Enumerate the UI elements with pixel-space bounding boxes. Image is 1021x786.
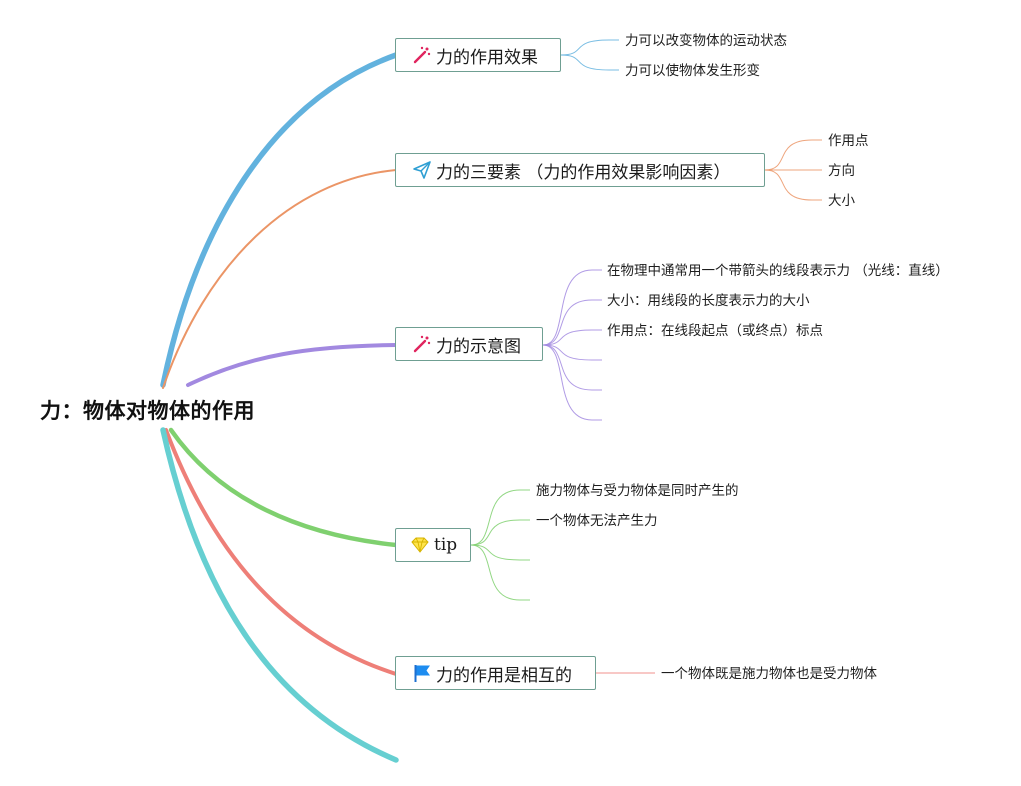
connector-diagram [186,343,398,387]
leaf-connector-diagram-4 [542,344,602,361]
leaf-tip-1[interactable]: 施力物体与受力物体是同时产生的 [536,483,739,499]
connector-tip [168,427,399,548]
magic-wand-icon [412,334,432,354]
paper-plane-icon [412,160,432,180]
flag-icon [412,663,432,683]
topic-three-elements[interactable]: 力的三要素 （力的作用效果影响因素） [395,153,765,187]
leaf-effect-2[interactable]: 力可以使物体发生形变 [625,63,760,79]
leaf-diagram-3[interactable]: 作用点：在线段起点（或终点）标点 [607,323,823,339]
root-topic[interactable]: 力：物体对物体的作用 [40,399,255,423]
branch-connectors [160,52,399,763]
leaf-connector-tip-2 [470,519,530,546]
topic-tip[interactable]: tip [395,528,471,562]
topic-tip-label: tip [434,535,458,555]
topic-effect[interactable]: 力的作用效果 [395,38,561,72]
diamond-icon [410,535,430,555]
leaf-connector-tip-3 [470,544,530,561]
topic-mutual[interactable]: 力的作用是相互的 [395,656,596,690]
leaf-three-elements-3[interactable]: 大小 [828,193,855,209]
topic-mutual-label: 力的作用是相互的 [436,665,572,686]
leaf-connector-diagram-1 [542,269,602,346]
connector-extra [160,427,399,763]
leaf-diagram-1[interactable]: 在物理中通常用一个带箭头的线段表示力 （光线：直线） [607,263,949,279]
leaf-tip-2[interactable]: 一个物体无法产生力 [536,513,658,529]
leaf-connector-diagram-3 [542,329,602,346]
leaf-connector-effect-2 [560,54,619,71]
topic-diagram-label: 力的示意图 [436,336,521,357]
leaf-connector-three-elements-1 [764,139,822,171]
leaf-connector-effect-1 [560,39,619,56]
leaf-diagram-2[interactable]: 大小：用线段的长度表示力的大小 [607,293,810,309]
topic-effect-label: 力的作用效果 [436,47,538,68]
leaf-mutual-1[interactable]: 一个物体既是施力物体也是受力物体 [661,666,877,682]
topic-diagram[interactable]: 力的示意图 [395,327,543,361]
leaf-connector-tip-1 [470,489,530,546]
leaf-connector-diagram-6 [542,344,602,421]
magic-wand-icon [412,45,432,65]
leaf-connectors [470,39,822,674]
connector-effect [160,52,399,388]
topic-three-elements-label: 力的三要素 （力的作用效果影响因素） [436,162,731,183]
leaf-connector-three-elements-3 [764,169,822,201]
connector-mutual [164,428,398,676]
leaf-three-elements-2[interactable]: 方向 [828,163,855,179]
leaf-three-elements-1[interactable]: 作用点 [828,133,869,149]
leaf-effect-1[interactable]: 力可以改变物体的运动状态 [625,33,787,49]
connector-three-elements [162,169,397,389]
leaf-connector-tip-4 [470,544,530,601]
leaf-connector-diagram-2 [542,299,602,346]
leaf-connector-diagram-5 [542,344,602,391]
